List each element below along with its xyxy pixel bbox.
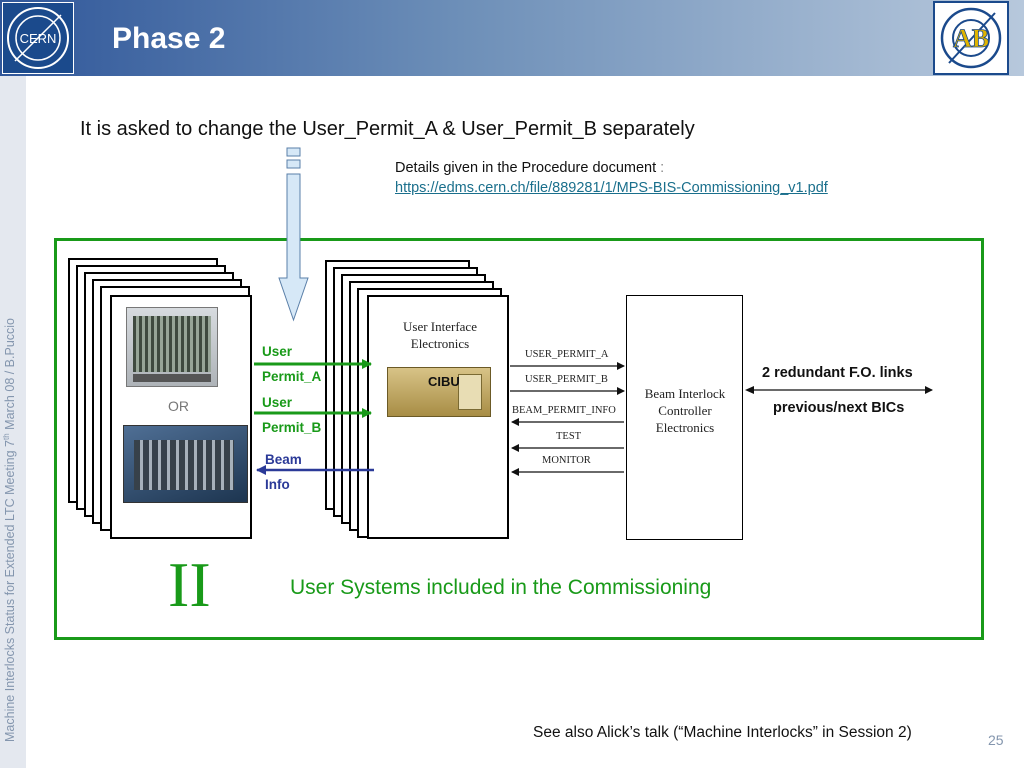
intro-text: It is asked to change the User_Permit_A … — [80, 118, 695, 140]
cibu-image — [387, 367, 491, 417]
procedure-document-link[interactable]: https://edms.cern.ch/file/889281/1/MPS-B… — [395, 180, 828, 196]
user-permit-b-label-line-1: User — [262, 395, 293, 410]
user-permit-a-label-line-2: Permit_A — [262, 369, 322, 384]
uie-title-line-2: Electronics — [410, 336, 470, 351]
plc-modules — [134, 440, 234, 490]
change-request-arrow — [278, 147, 309, 322]
user-permit-b-label: User Permit_B — [262, 395, 321, 436]
crate-slots — [133, 316, 211, 372]
page-number: 25 — [988, 732, 1004, 748]
fo-links-label: 2 redundant F.O. links — [762, 365, 913, 381]
sidebar — [0, 76, 26, 768]
beam-info-label-line-1: Beam — [265, 452, 302, 467]
beam-info-label: Beam Info — [265, 452, 302, 493]
signal-user-permit-b: USER_PERMIT_B — [525, 374, 608, 385]
cibu-panel — [458, 374, 482, 410]
cern-logo-text: CERN — [20, 31, 57, 46]
crate-base — [133, 374, 211, 382]
signal-user-permit-a: USER_PERMIT_A — [525, 349, 609, 360]
beam-interlock-controller-label: Beam Interlock Controller Electronics — [630, 385, 740, 436]
beam-interlock-controller-box — [626, 295, 743, 540]
ab-logo-icon: AB — [940, 7, 1002, 69]
or-label: OR — [168, 398, 189, 414]
cern-logo: CERN — [2, 2, 74, 74]
ab-logo: AB — [933, 1, 1009, 75]
interface-card-front — [367, 295, 509, 539]
commissioning-frame — [54, 238, 984, 640]
signal-test: TEST — [556, 431, 582, 442]
user-interface-electronics-label: User Interface Electronics — [378, 318, 502, 352]
ab-logo-text: AB — [953, 24, 989, 53]
signal-monitor: MONITOR — [542, 455, 591, 466]
details-block: Details given in the Procedure document … — [395, 158, 828, 198]
cibu-label: CIBU — [428, 374, 460, 389]
bic-label-line-1: Beam Interlock — [644, 386, 726, 401]
bic-label-line-2: Controller — [658, 403, 712, 418]
user-permit-b-label-line-2: Permit_B — [262, 420, 322, 435]
user-permit-a-label-line-1: User — [262, 344, 293, 359]
cern-logo-icon: CERN — [7, 7, 69, 69]
signal-beam-permit-info: BEAM_PERMIT_INFO — [512, 405, 616, 416]
bic-label-line-3: Electronics — [655, 420, 715, 435]
user-permit-a-label: User Permit_A — [262, 344, 321, 385]
fo-link-arrow-left-head — [745, 386, 754, 394]
header-bar — [0, 0, 1024, 76]
beam-info-label-line-2: Info — [265, 477, 290, 492]
uie-title-line-1: User Interface — [403, 319, 477, 334]
see-also-note: See also Alick’s talk (“Machine Interloc… — [533, 724, 912, 741]
user-systems-label: User Systems included in the Commissioni… — [290, 576, 712, 599]
page-title: Phase 2 — [112, 22, 226, 55]
phase-roman-numeral: II — [168, 549, 211, 620]
vme-crate-image — [126, 307, 218, 387]
previous-next-bics-label: previous/next BICs — [773, 400, 905, 416]
details-colon: : — [656, 160, 665, 176]
plc-image — [123, 425, 248, 503]
details-text: Details given in the Procedure document — [395, 160, 657, 176]
